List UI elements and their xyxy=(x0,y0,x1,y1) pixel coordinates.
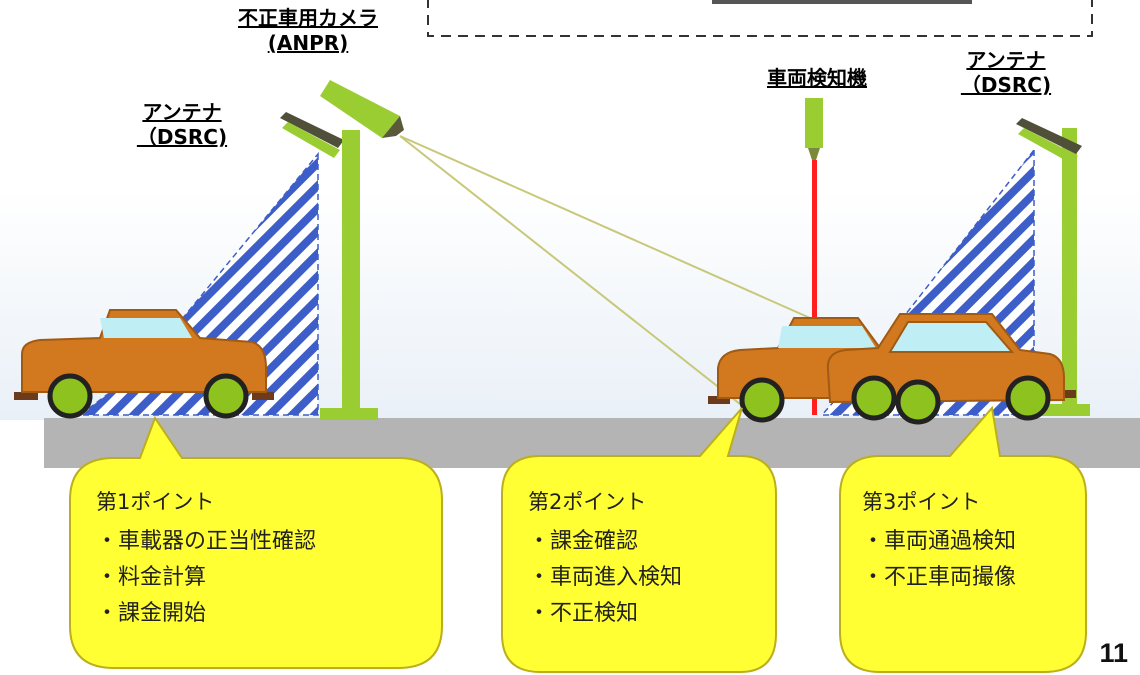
callout-1-item: ・料金計算 xyxy=(96,565,207,590)
detector-label: 車両検知機 xyxy=(752,66,882,91)
antenna-right xyxy=(1016,118,1090,416)
car-3 xyxy=(826,313,1076,425)
antenna-right-label-line2: （DSRC) xyxy=(960,73,1052,97)
antenna-left-label-line1: アンテナ xyxy=(142,100,222,124)
antenna-right-label-line1: アンテナ xyxy=(966,48,1046,72)
callout-2-item: ・車両進入検知 xyxy=(528,565,683,590)
page-number: 11 xyxy=(1099,638,1128,668)
callout-2-item: ・課金確認 xyxy=(528,529,639,554)
callout-3-balloon xyxy=(839,405,1087,673)
callout-2-text: 第2ポイント ・課金確認 ・車両進入検知 ・不正検知 xyxy=(528,484,682,632)
dashed-frame xyxy=(427,0,1093,37)
antenna-left-label: アンテナ （DSRC) xyxy=(122,100,242,150)
detector-laser-beam xyxy=(812,160,817,415)
callout-1-item: ・課金開始 xyxy=(96,601,207,626)
camera-label-line2: (ANPR) xyxy=(267,31,349,55)
camera-sightline-upper xyxy=(399,135,811,319)
callout-3-item: ・不正車両撮像 xyxy=(862,565,1017,590)
antenna-right-label: アンテナ （DSRC) xyxy=(946,48,1066,98)
camera-sightline-lower xyxy=(399,135,746,409)
car-1 xyxy=(14,309,274,419)
callout-3-item: ・車両通過検知 xyxy=(862,529,1017,554)
camera-pole xyxy=(320,80,404,420)
callout-1-balloon xyxy=(69,415,443,669)
callout-1-text: 第1ポイント ・車載器の正当性確認 ・料金計算 ・課金開始 xyxy=(96,484,316,632)
antenna-left xyxy=(280,112,344,158)
camera-label: 不正車用カメラ (ANPR) xyxy=(218,6,398,56)
vehicle-detector xyxy=(805,98,823,415)
callout-2-title: 第2ポイント xyxy=(528,490,647,514)
camera-label-line1: 不正車用カメラ xyxy=(238,6,378,30)
callout-1-item: ・車載器の正当性確認 xyxy=(96,529,317,554)
frame-image-strip xyxy=(712,0,972,4)
antenna-left-label-line2: （DSRC) xyxy=(136,125,228,149)
callout-3-text: 第3ポイント ・車両通過検知 ・不正車両撮像 xyxy=(862,484,1016,596)
callout-2-item: ・不正検知 xyxy=(528,601,639,626)
callout-3-title: 第3ポイント xyxy=(862,490,981,514)
callout-1-title: 第1ポイント xyxy=(96,490,215,514)
callout-2-balloon xyxy=(501,407,777,673)
detector-label-text: 車両検知機 xyxy=(767,66,867,90)
